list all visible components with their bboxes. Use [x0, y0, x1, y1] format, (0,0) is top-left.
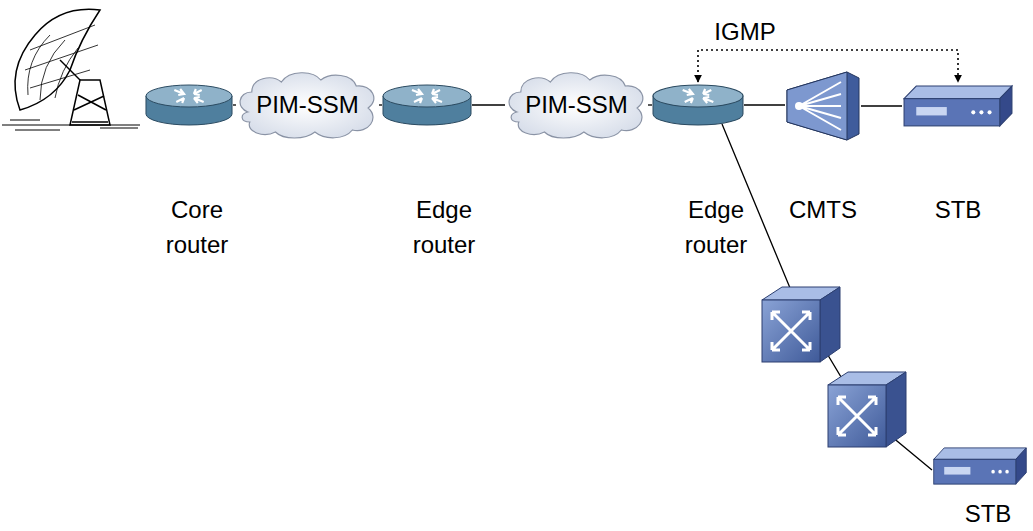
- router-icon: [145, 84, 233, 126]
- set-top-box-icon: [932, 446, 1028, 486]
- label-holder: PIM-SSM: [505, 70, 648, 140]
- satellite-dish: [2, 9, 140, 130]
- node-label: STB: [943, 496, 1033, 531]
- node-label: CMTS: [768, 192, 878, 227]
- stb-node: STB: [902, 84, 1014, 128]
- switch-icon: [828, 372, 906, 447]
- link-line: [648, 104, 652, 105]
- switch-icon: [762, 287, 840, 362]
- node-label: STB: [903, 192, 1013, 227]
- node-label: PIM-SSM: [256, 91, 359, 119]
- router-icon: [652, 84, 744, 126]
- link-line: [233, 104, 236, 105]
- link-line: [722, 124, 932, 470]
- link-line: [379, 104, 382, 105]
- label-holder: PIM-SSM: [236, 70, 379, 140]
- node-label: PIM-SSM: [525, 91, 628, 119]
- router-node: Edge router: [382, 84, 472, 126]
- node-label: Edge router: [389, 192, 499, 262]
- cloud-node: PIM-SSM: [505, 70, 648, 140]
- node-label: Edge router: [661, 192, 771, 262]
- cmts-node: CMTS: [785, 70, 861, 142]
- stb-node: STB: [932, 446, 1028, 486]
- link-line: [472, 104, 505, 105]
- set-top-box-icon: [902, 84, 1014, 128]
- edge-label: IGMP: [711, 18, 778, 46]
- router-node: Edge router: [652, 84, 744, 126]
- link-line: [744, 104, 785, 105]
- cloud-node: PIM-SSM: [236, 70, 379, 140]
- router-icon: [382, 84, 472, 126]
- router-node: Core router: [145, 84, 233, 126]
- link-line: [861, 105, 902, 106]
- cmts-icon: [785, 70, 861, 142]
- node-label: Core router: [142, 192, 252, 262]
